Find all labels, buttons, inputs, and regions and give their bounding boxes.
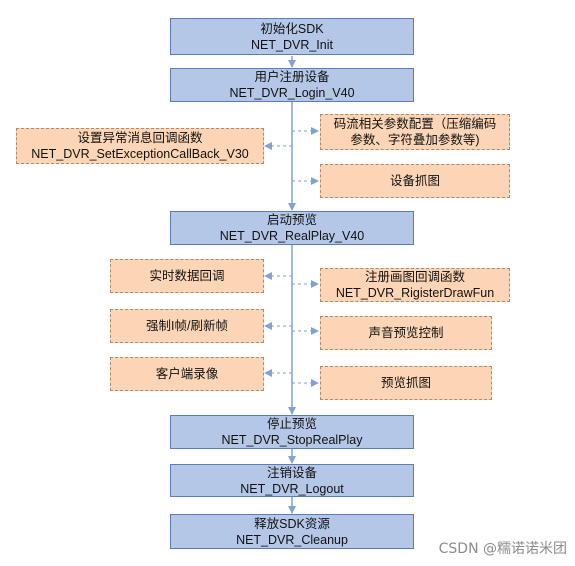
option-audio-control: 声音预览控制	[320, 316, 492, 350]
step-login: 用户注册设备 NET_DVR_Login_V40	[170, 68, 414, 102]
step-init-title: 初始化SDK	[260, 21, 324, 36]
option-draw-callback-api: NET_DVR_RigisterDrawFun	[335, 286, 495, 300]
option-exception-api: NET_DVR_SetExceptionCallBack_V30	[31, 147, 249, 161]
step-realplay-api: NET_DVR_RealPlay_V40	[219, 229, 365, 243]
watermark: CSDN @糯诺诺米团	[438, 541, 567, 557]
option-audio-control-title: 声音预览控制	[368, 326, 444, 340]
option-draw-callback-title: 注册画图回调函数	[364, 270, 465, 284]
option-capture-device-title: 设备抓图	[389, 174, 440, 188]
step-logout-api: NET_DVR_Logout	[240, 481, 344, 496]
option-preview-capture-title: 预览抓图	[380, 376, 431, 390]
step-stop-api: NET_DVR_StopRealPlay	[221, 433, 363, 447]
option-stream-config: 码流相关参数配置（压缩编码 参数、字符叠加参数等)	[320, 114, 510, 150]
option-exception-title: 设置异常消息回调函数	[77, 131, 203, 145]
option-client-record-title: 客户端录像	[155, 367, 219, 381]
option-realtime-callback-title: 实时数据回调	[149, 269, 225, 283]
step-stop: 停止预览 NET_DVR_StopRealPlay	[170, 415, 414, 449]
option-preview-capture: 预览抓图	[320, 366, 492, 400]
step-login-api: NET_DVR_Login_V40	[229, 86, 355, 100]
option-realtime-callback: 实时数据回调	[110, 259, 264, 293]
option-force-iframe: 强制I帧/刷新帧	[110, 309, 264, 343]
option-exception-callback: 设置异常消息回调函数 NET_DVR_SetExceptionCallBack_…	[16, 128, 264, 164]
step-realplay-title: 启动预览	[266, 213, 317, 227]
step-logout: 注销设备 NET_DVR_Logout	[170, 464, 414, 497]
step-stop-title: 停止预览	[266, 417, 317, 431]
step-logout-title: 注销设备	[266, 465, 317, 480]
option-client-record: 客户端录像	[110, 357, 264, 391]
step-login-title: 用户注册设备	[254, 70, 330, 84]
step-cleanup-title: 释放SDK资源	[254, 516, 330, 531]
option-capture-device: 设备抓图	[320, 164, 510, 198]
step-realplay: 启动预览 NET_DVR_RealPlay_V40	[170, 211, 414, 245]
step-cleanup: 释放SDK资源 NET_DVR_Cleanup	[170, 514, 414, 549]
option-draw-callback: 注册画图回调函数 NET_DVR_RigisterDrawFun	[320, 268, 510, 302]
step-cleanup-api: NET_DVR_Cleanup	[236, 532, 348, 547]
option-stream-config-line2: 参数、字符叠加参数等)	[350, 133, 480, 147]
option-stream-config-line1: 码流相关参数配置（压缩编码	[333, 117, 497, 131]
option-force-iframe-title: 强制I帧/刷新帧	[146, 319, 228, 333]
step-init-api: NET_DVR_Init	[251, 37, 333, 52]
step-init: 初始化SDK NET_DVR_Init	[170, 18, 414, 55]
